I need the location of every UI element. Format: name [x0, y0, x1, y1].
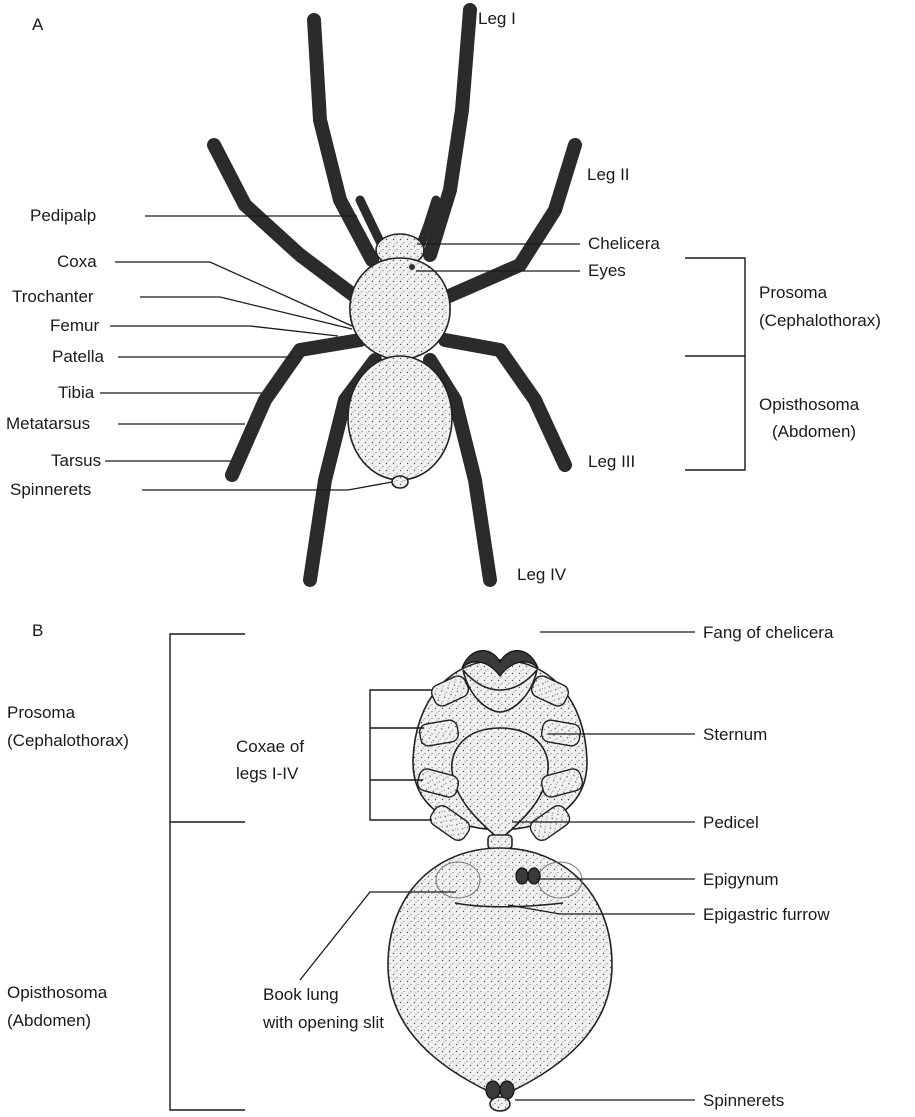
label-sternum: Sternum — [703, 725, 767, 744]
label-leg-3: Leg III — [588, 452, 635, 471]
label-prosoma-b-1: Prosoma — [7, 703, 76, 722]
spider-body-ventral — [388, 651, 612, 1111]
label-pedicel: Pedicel — [703, 813, 759, 832]
label-prosoma-a-2: (Cephalothorax) — [759, 311, 881, 330]
spinnerets-dorsal — [392, 476, 408, 488]
label-spinnerets-b: Spinnerets — [703, 1091, 784, 1110]
eyes-dot — [409, 264, 415, 270]
label-coxa: Coxa — [57, 252, 97, 271]
panel-a-letter: A — [32, 15, 44, 34]
label-epigastric-furrow: Epigastric furrow — [703, 905, 830, 924]
opisthosoma-dorsal — [348, 356, 452, 480]
label-tibia: Tibia — [58, 383, 95, 402]
epigynum-left — [516, 868, 528, 884]
label-leg-2: Leg II — [587, 165, 630, 184]
label-coxae-2: legs I-IV — [236, 764, 299, 783]
label-epigynum: Epigynum — [703, 870, 779, 889]
label-prosoma-b-2: (Cephalothorax) — [7, 731, 129, 750]
label-spinnerets-a: Spinnerets — [10, 480, 91, 499]
panel-a: A — [6, 9, 881, 584]
label-metatarsus: Metatarsus — [6, 414, 90, 433]
label-book-lung-2: with opening slit — [262, 1013, 384, 1032]
label-leg-1: Leg I — [478, 9, 516, 28]
opisthosoma-ventral — [388, 848, 612, 1092]
panel-b: B — [7, 621, 834, 1111]
label-opisthosoma-b-1: Opisthosoma — [7, 983, 108, 1002]
label-chelicera: Chelicera — [588, 234, 660, 253]
label-opisthosoma-a-1: Opisthosoma — [759, 395, 860, 414]
label-trochanter: Trochanter — [12, 287, 94, 306]
label-eyes: Eyes — [588, 261, 626, 280]
label-fang: Fang of chelicera — [703, 623, 834, 642]
label-leg-4: Leg IV — [517, 565, 567, 584]
label-coxae-1: Coxae of — [236, 737, 304, 756]
label-pedipalp: Pedipalp — [30, 206, 96, 225]
panel-b-letter: B — [32, 621, 43, 640]
pedicel — [488, 835, 512, 849]
label-opisthosoma-b-2: (Abdomen) — [7, 1011, 91, 1030]
prosoma-dorsal — [350, 258, 450, 360]
epigynum-right — [528, 868, 540, 884]
label-book-lung-1: Book lung — [263, 985, 339, 1004]
label-tarsus: Tarsus — [51, 451, 101, 470]
label-opisthosoma-a-2: (Abdomen) — [772, 422, 856, 441]
label-prosoma-a-1: Prosoma — [759, 283, 828, 302]
label-patella: Patella — [52, 347, 105, 366]
label-femur: Femur — [50, 316, 99, 335]
